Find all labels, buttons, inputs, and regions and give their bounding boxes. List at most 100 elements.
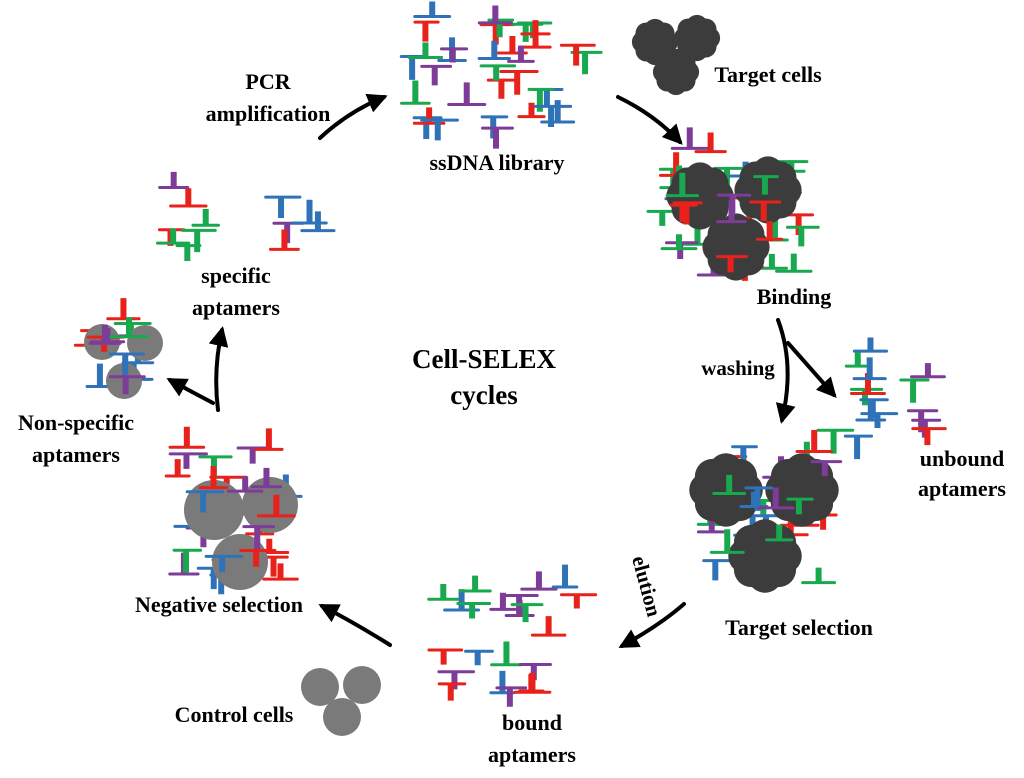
- aptamer-strand: [447, 82, 487, 106]
- target-cell: [673, 14, 721, 62]
- arrow-bound-to-negative-selection: [318, 604, 392, 647]
- aptamer-strand: [527, 87, 555, 112]
- aptamer-strand: [530, 616, 567, 637]
- aptamer-strand: [906, 409, 939, 433]
- aptamer-strand: [239, 549, 277, 567]
- aptamer-strand: [757, 487, 795, 510]
- aptamer-strand: [844, 352, 871, 368]
- aptamer-strand: [702, 559, 731, 581]
- aptamer-strand: [172, 548, 203, 573]
- control-cell: [184, 480, 244, 540]
- target-cell: [652, 48, 700, 96]
- aptamer-strand: [175, 244, 202, 262]
- aptamer-strand: [227, 476, 264, 493]
- aptamer-strand: [250, 467, 283, 489]
- aptamer-strand: [456, 602, 492, 619]
- label-unbound-line2: aptamers: [918, 476, 1006, 501]
- aptamer-strand: [660, 234, 698, 251]
- arrow-washing-to-unbound: [786, 341, 837, 398]
- aptamer-strand: [164, 459, 191, 478]
- aptamer-strand: [716, 255, 748, 273]
- aptamer-strand: [437, 670, 476, 690]
- aptamer-strand: [413, 1, 452, 18]
- aptamer-strand: [481, 126, 514, 149]
- target-cell: [702, 213, 770, 281]
- label-binding: Binding: [757, 284, 832, 309]
- aptamer-strand: [420, 118, 460, 141]
- aptamer-strand: [716, 193, 752, 213]
- aptamer-strand: [85, 363, 115, 388]
- aptamer-strand: [899, 378, 930, 403]
- aptamer-strand: [407, 42, 444, 60]
- aptamer-strand: [843, 434, 874, 460]
- aptamer-strand: [291, 199, 328, 225]
- aptamer-strand: [158, 171, 190, 189]
- label-non-specific-line1: Non-specific: [18, 410, 134, 435]
- aptamer-strand: [670, 127, 709, 150]
- bound-aptamer-strands: [427, 564, 598, 707]
- arrow-negative-to-specific: [208, 326, 229, 412]
- aptamer-strand: [909, 363, 946, 379]
- aptamer-strand: [204, 554, 244, 573]
- aptamer-strand: [665, 172, 700, 198]
- control-cell: [212, 534, 268, 590]
- label-ssdna-library: ssDNA library: [429, 150, 564, 175]
- aptamer-strand: [499, 69, 539, 95]
- target-cell: [631, 18, 679, 66]
- aptamer-strand: [785, 225, 820, 247]
- aptamer-strand: [694, 132, 727, 154]
- aptamer-strand: [911, 427, 947, 446]
- aptamer-strand: [570, 50, 603, 75]
- aptamer-strand: [646, 209, 682, 226]
- aptamer-strand: [786, 497, 814, 515]
- aptamer-strand: [507, 45, 535, 63]
- aptamer-strand: [852, 337, 889, 353]
- aptamer-strand: [533, 104, 573, 128]
- aptamer-strand: [264, 195, 302, 218]
- aptamer-strand: [765, 524, 794, 542]
- aptamer-strand: [712, 474, 747, 495]
- aptamer-strand: [756, 221, 784, 241]
- aptamer-strand: [437, 682, 467, 701]
- aptamer-strand: [744, 486, 774, 511]
- aptamer-strand: [155, 228, 191, 245]
- aptamer-strand: [761, 219, 789, 242]
- label-bound-line1: bound: [502, 710, 562, 735]
- control-cell: [343, 666, 381, 704]
- specific-aptamer-strands: [155, 171, 336, 262]
- aptamer-strand: [486, 78, 519, 99]
- target-selection-complex: [689, 428, 855, 593]
- aptamer-strand: [672, 201, 703, 225]
- aptamer-strand: [739, 491, 769, 509]
- aptamer-strand: [753, 175, 779, 195]
- aptamer-strand: [859, 398, 889, 419]
- aptamer-strand: [709, 529, 745, 554]
- aptamer-strand: [400, 80, 431, 105]
- arrow-specific-to-library: [318, 93, 388, 140]
- aptamer-strand: [502, 593, 539, 615]
- aptamer-strand: [464, 649, 494, 666]
- aptamer-strand: [198, 466, 229, 490]
- aptamer-strand: [427, 583, 460, 601]
- aptamer-strand: [191, 208, 221, 227]
- aptamer-strand: [254, 428, 284, 451]
- aptamer-strand: [262, 563, 299, 581]
- label-non-specific-line2: aptamers: [32, 442, 120, 467]
- label-specific-line1: specific: [201, 263, 271, 288]
- aptamer-strand: [169, 188, 208, 208]
- control-cell: [301, 668, 339, 706]
- aptamer-strand: [755, 253, 788, 270]
- aptamer-strand: [551, 564, 579, 589]
- aptamer-strand: [260, 555, 289, 577]
- aptamer-strand: [185, 490, 225, 513]
- aptamer-strand: [513, 672, 552, 694]
- aptamer-strand: [559, 593, 598, 609]
- aptamer-strand: [477, 40, 512, 61]
- aptamer-strand: [168, 452, 208, 469]
- cycle-arrows: [166, 93, 837, 648]
- target-cell: [728, 519, 802, 593]
- arrow-binding-to-target-selection: [775, 318, 796, 424]
- aptamer-strand: [510, 22, 544, 42]
- target-cells-cluster: [631, 14, 721, 96]
